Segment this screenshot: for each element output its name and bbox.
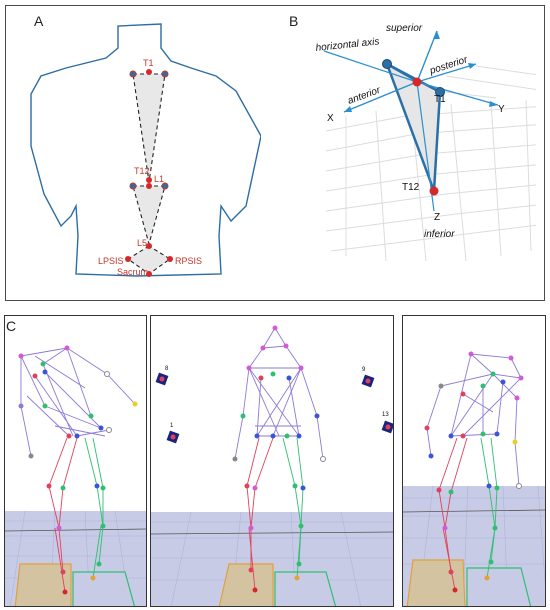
stick-figure-right — [403, 351, 545, 606]
marker-9-label: 9 — [362, 367, 366, 373]
force-plate-2 — [466, 567, 532, 606]
t1-left-marker — [129, 70, 137, 78]
external-marker-9 — [361, 374, 375, 388]
top-figure-frame: A B T1 T12 L1 L5 LPSIS RPSIS Sacrum — [5, 5, 545, 301]
floor-plane — [151, 512, 393, 606]
force-plate-1 — [406, 559, 466, 606]
panel-a-letter: A — [34, 13, 44, 29]
lpsis-label: LPSIS — [98, 256, 124, 266]
motion-capture-view-left — [4, 315, 147, 607]
rpsis-marker — [167, 256, 173, 262]
external-marker-13 — [381, 420, 393, 434]
t1-marker — [146, 69, 152, 75]
back-outline — [30, 23, 261, 277]
l1-marker — [146, 183, 152, 189]
panel-b-axes-diagram: superior horizontal axis posterior anter… — [315, 23, 536, 262]
posterior-label: posterior — [428, 54, 470, 77]
stick-figure-middle: 8 1 9 13 — [151, 325, 393, 606]
right-shoulder-marker — [435, 87, 445, 97]
force-plate-2 — [72, 571, 136, 606]
l1-left-marker — [129, 182, 137, 190]
t12-marker — [146, 177, 152, 183]
sacrum-label: Sacrum — [117, 267, 148, 277]
t1-label-3d: T1 — [434, 94, 446, 105]
marker-1-label: 1 — [170, 423, 174, 429]
panel-a-back-diagram: T1 T12 L1 L5 LPSIS RPSIS Sacrum — [30, 23, 261, 277]
t12-label: T12 — [134, 166, 150, 176]
t1-label: T1 — [143, 58, 154, 68]
marker-13-label: 13 — [382, 412, 389, 418]
t12-label-3d: T12 — [402, 182, 420, 193]
t1-marker-3d — [412, 77, 422, 87]
z-label: Z — [434, 212, 440, 223]
force-plate-1 — [14, 563, 72, 606]
middle-trunk-triangle — [132, 185, 166, 247]
motion-capture-view-middle: 8 1 9 13 — [150, 315, 394, 607]
l1-label: L1 — [154, 174, 164, 184]
horizontal-axis-line — [323, 50, 418, 83]
force-plate-1 — [218, 563, 274, 606]
y-label: Y — [498, 104, 505, 115]
t12-marker-3d — [429, 186, 439, 196]
panel-b-letter: B — [289, 13, 299, 29]
posterior-axis — [416, 63, 477, 83]
motion-capture-view-right — [402, 315, 546, 607]
marker-8-label: 8 — [165, 366, 169, 372]
left-shoulder-marker — [382, 59, 392, 69]
l5-marker — [146, 243, 152, 249]
external-marker-1 — [166, 430, 180, 444]
lpsis-marker — [125, 256, 131, 262]
rpsis-label: RPSIS — [175, 256, 202, 266]
external-marker-8 — [155, 372, 169, 386]
horizontal-axis-label: horizontal axis — [315, 36, 380, 54]
t1-right-marker — [161, 70, 169, 78]
inferior-label: inferior — [424, 229, 455, 240]
stick-figure-left — [5, 345, 146, 606]
x-axis — [343, 81, 418, 113]
y-axis — [416, 81, 499, 106]
x-label: X — [327, 113, 334, 124]
superior-axis — [416, 30, 438, 83]
l1-right-marker — [161, 182, 169, 190]
sacrum-marker — [146, 271, 152, 277]
force-plate-2 — [274, 571, 337, 606]
superior-label: superior — [386, 23, 423, 34]
panel-c-letter: C — [6, 318, 17, 334]
l5-label: L5 — [137, 238, 147, 248]
